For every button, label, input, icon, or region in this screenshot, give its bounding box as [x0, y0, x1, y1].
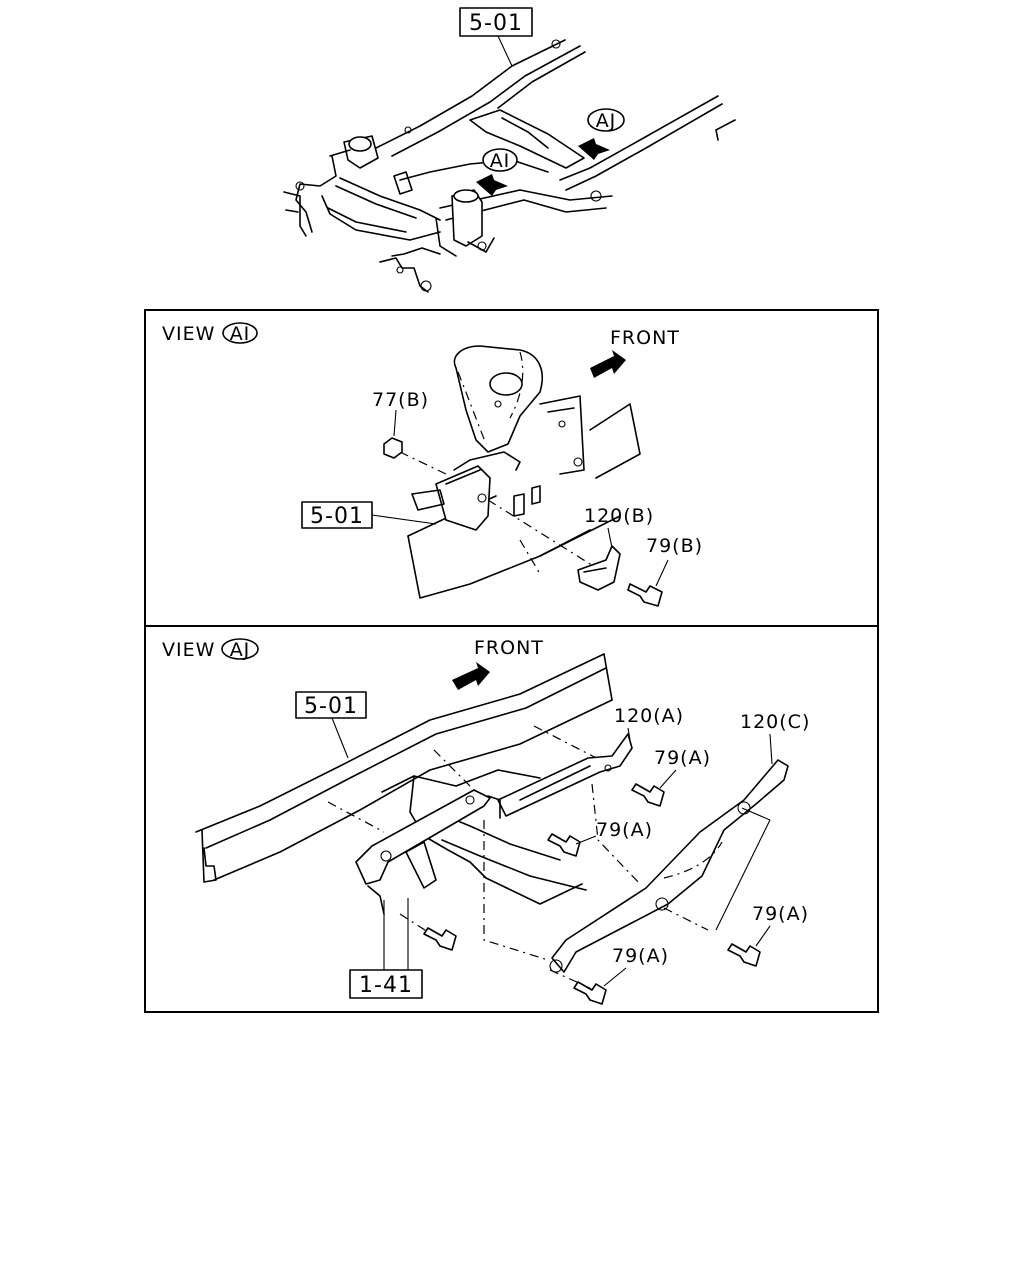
front-arrow-ai [590, 350, 626, 378]
view-aj-panel: VIEW AJ FRONT 120 [162, 637, 810, 1005]
callout-5-01-overview: 5-01 [469, 11, 523, 36]
callout-79a-2: 79(A) [596, 819, 653, 841]
view-ai-letter: AI [230, 323, 251, 345]
chassis-overview: 5-01 AI AJ [283, 7, 736, 293]
circle-label-ai: AI [490, 150, 511, 172]
view-aj-letter: AJ [230, 639, 251, 661]
callout-79a-3: 79(A) [752, 903, 809, 925]
callout-79a-4: 79(A) [612, 945, 669, 967]
callout-120c: 120(C) [740, 711, 810, 733]
arrow-aj-marker [578, 138, 610, 160]
view-aj-word: VIEW [162, 639, 215, 661]
view-ai-front-label: FRONT [610, 327, 680, 349]
callout-79b: 79(B) [646, 535, 703, 557]
front-arrow-aj [452, 662, 490, 690]
views-frame [144, 309, 879, 1013]
circle-label-aj: AJ [596, 110, 617, 132]
view-aj-front-label: FRONT [474, 637, 544, 659]
callout-1-41: 1-41 [359, 973, 413, 998]
callout-79a-1: 79(A) [654, 747, 711, 769]
arrow-ai-marker [476, 174, 508, 196]
view-ai-word: VIEW [162, 323, 215, 345]
callout-77b: 77(B) [372, 389, 429, 411]
callout-5-01-view-ai: 5-01 [310, 504, 364, 529]
callout-5-01-view-aj: 5-01 [304, 694, 358, 719]
view-ai-panel: VIEW AI FRONT 77(B) [162, 322, 703, 607]
callout-120b: 120(B) [584, 505, 654, 527]
callout-120a: 120(A) [614, 705, 684, 727]
